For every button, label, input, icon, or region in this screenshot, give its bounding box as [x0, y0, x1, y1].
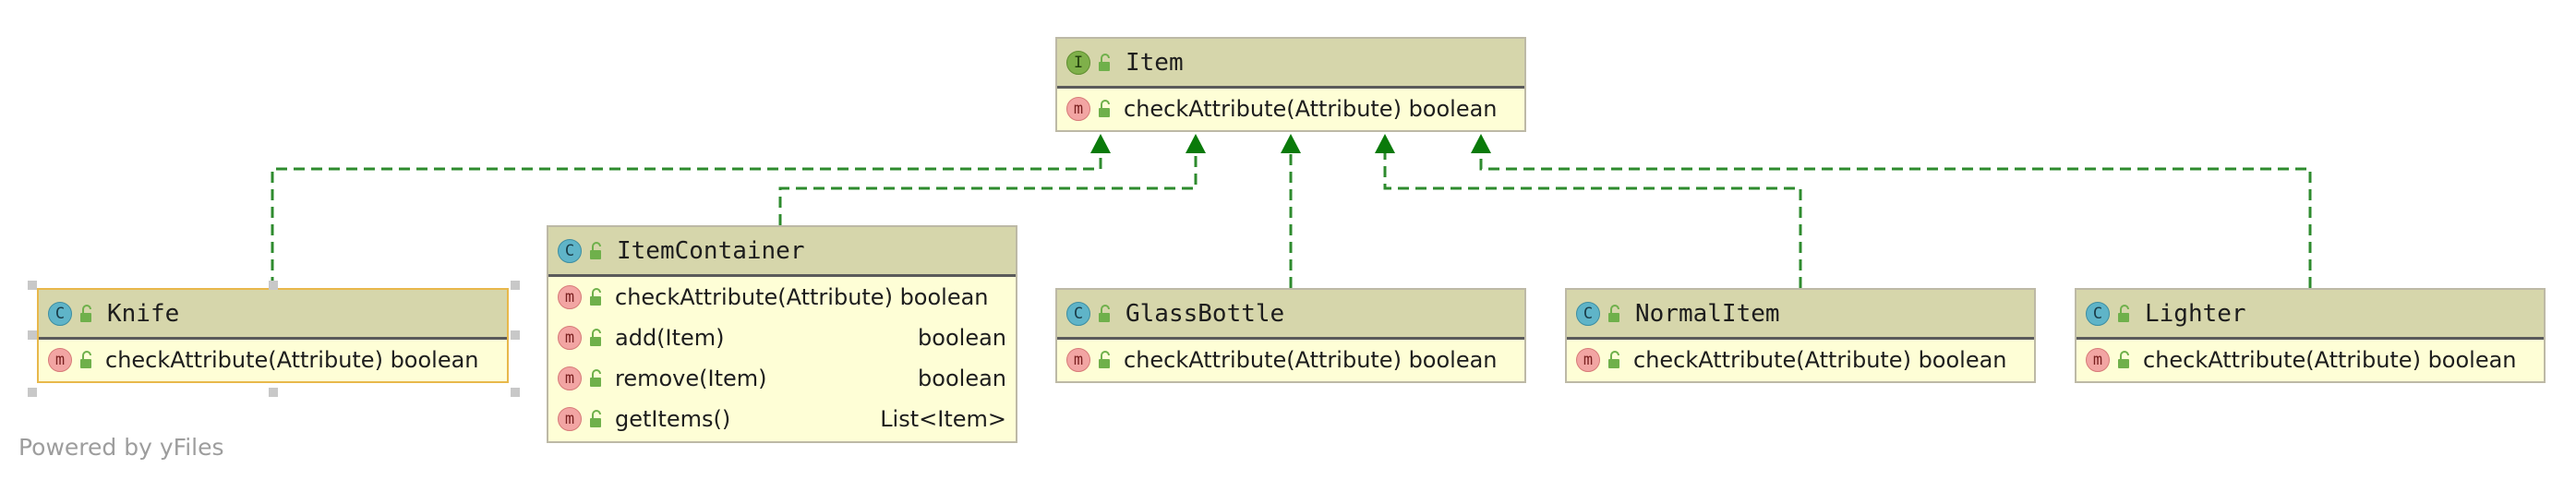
- public-lock-icon: [1099, 100, 1110, 117]
- member-type: boolean: [918, 366, 1006, 391]
- node-header: C Lighter: [2076, 290, 2544, 340]
- node-header: C Knife: [39, 290, 507, 340]
- arrowhead-1: [1090, 134, 1111, 153]
- member-row[interactable]: m getItems() List<Item>: [548, 399, 1016, 439]
- member-row[interactable]: m checkAttribute(Attribute) boolean: [548, 277, 1016, 318]
- method-m-icon: m: [558, 285, 582, 309]
- method-m-icon: m: [2086, 348, 2110, 372]
- selection-handle[interactable]: [511, 330, 520, 340]
- class-node-normalitem[interactable]: C NormalItem m checkAttribute(Attribute)…: [1565, 288, 2036, 383]
- selection-handle[interactable]: [511, 281, 520, 290]
- method-m-icon: m: [1066, 97, 1090, 121]
- method-m-icon: m: [558, 407, 582, 431]
- node-header: C GlassBottle: [1057, 290, 1524, 340]
- interface-node-item[interactable]: I Item m checkAttribute(Attribute) boole…: [1055, 37, 1526, 132]
- node-header: C ItemContainer: [548, 227, 1016, 277]
- member-type: boolean: [918, 325, 1006, 351]
- member-name: checkAttribute(Attribute) boolean: [1633, 347, 2007, 373]
- public-lock-icon: [1099, 351, 1110, 368]
- interface-title: Item: [1125, 48, 1184, 77]
- class-c-icon: C: [558, 238, 582, 263]
- yfiles-watermark: Powered by yFiles: [18, 434, 224, 461]
- realization-edges: [271, 152, 2312, 288]
- public-lock-icon: [590, 241, 601, 259]
- selection-handle[interactable]: [511, 388, 520, 397]
- arrowhead-4: [1375, 134, 1395, 153]
- public-lock-icon: [1099, 304, 1110, 322]
- edge-itemcontainer-to-item[interactable]: [778, 152, 1198, 225]
- public-lock-icon: [2118, 304, 2129, 322]
- edge-knife-to-item[interactable]: [271, 152, 1102, 288]
- member-row[interactable]: m checkAttribute(Attribute) boolean: [1567, 340, 2034, 380]
- selection-handle[interactable]: [28, 388, 37, 397]
- class-title: GlassBottle: [1125, 299, 1285, 328]
- member-name: remove(Item): [615, 366, 767, 391]
- selection-handle[interactable]: [269, 388, 278, 397]
- member-row[interactable]: m checkAttribute(Attribute) boolean: [1057, 89, 1524, 129]
- method-m-icon: m: [48, 348, 72, 372]
- public-lock-icon: [1099, 53, 1110, 71]
- arrowhead-2: [1186, 134, 1206, 153]
- class-node-glassbottle[interactable]: C GlassBottle m checkAttribute(Attribute…: [1055, 288, 1526, 383]
- member-row[interactable]: m checkAttribute(Attribute) boolean: [2076, 340, 2544, 380]
- class-c-icon: C: [48, 301, 72, 326]
- public-lock-icon: [590, 369, 601, 387]
- public-lock-icon: [80, 351, 91, 368]
- member-name: getItems(): [615, 406, 731, 432]
- class-node-lighter[interactable]: C Lighter m checkAttribute(Attribute) bo…: [2075, 288, 2546, 383]
- method-m-icon: m: [558, 326, 582, 350]
- member-name: checkAttribute(Attribute) boolean: [1124, 96, 1498, 122]
- member-row[interactable]: m remove(Item) boolean: [548, 358, 1016, 399]
- class-title: ItemContainer: [617, 236, 805, 265]
- public-lock-icon: [590, 329, 601, 346]
- node-header: C NormalItem: [1567, 290, 2034, 340]
- class-c-icon: C: [1576, 301, 1600, 326]
- member-row[interactable]: m checkAttribute(Attribute) boolean: [1057, 340, 1524, 380]
- public-lock-icon: [590, 288, 601, 306]
- class-c-icon: C: [1066, 301, 1090, 326]
- class-title: Lighter: [2145, 299, 2246, 328]
- public-lock-icon: [80, 304, 91, 322]
- class-c-icon: C: [2086, 301, 2110, 326]
- method-m-icon: m: [1066, 348, 1090, 372]
- member-name: checkAttribute(Attribute) boolean: [2143, 347, 2517, 373]
- class-node-itemcontainer[interactable]: C ItemContainer m checkAttribute(Attribu…: [547, 225, 1017, 443]
- node-header: I Item: [1057, 39, 1524, 89]
- member-name: add(Item): [615, 325, 725, 351]
- class-title: NormalItem: [1635, 299, 1780, 328]
- public-lock-icon: [2118, 351, 2129, 368]
- member-row[interactable]: m checkAttribute(Attribute) boolean: [39, 340, 507, 380]
- method-m-icon: m: [558, 366, 582, 390]
- member-name: checkAttribute(Attribute) boolean: [105, 347, 479, 373]
- arrowhead-3: [1281, 134, 1301, 153]
- member-row[interactable]: m add(Item) boolean: [548, 318, 1016, 358]
- member-name: checkAttribute(Attribute) boolean: [1124, 347, 1498, 373]
- class-node-knife[interactable]: C Knife m checkAttribute(Attribute) bool…: [37, 288, 509, 383]
- edge-lighter-to-item[interactable]: [1479, 152, 2312, 288]
- arrowheads: [1090, 134, 1491, 153]
- interface-i-icon: I: [1066, 50, 1090, 75]
- arrowhead-5: [1471, 134, 1491, 153]
- selection-handle[interactable]: [28, 281, 37, 290]
- class-title: Knife: [107, 299, 180, 328]
- member-name: checkAttribute(Attribute) boolean: [615, 284, 989, 310]
- public-lock-icon: [590, 410, 601, 427]
- public-lock-icon: [1608, 304, 1619, 322]
- selection-handle[interactable]: [269, 281, 278, 290]
- method-m-icon: m: [1576, 348, 1600, 372]
- member-type: List<Item>: [880, 406, 1006, 432]
- edge-normalitem-to-item[interactable]: [1383, 152, 1802, 288]
- selection-handle[interactable]: [28, 330, 37, 340]
- public-lock-icon: [1608, 351, 1619, 368]
